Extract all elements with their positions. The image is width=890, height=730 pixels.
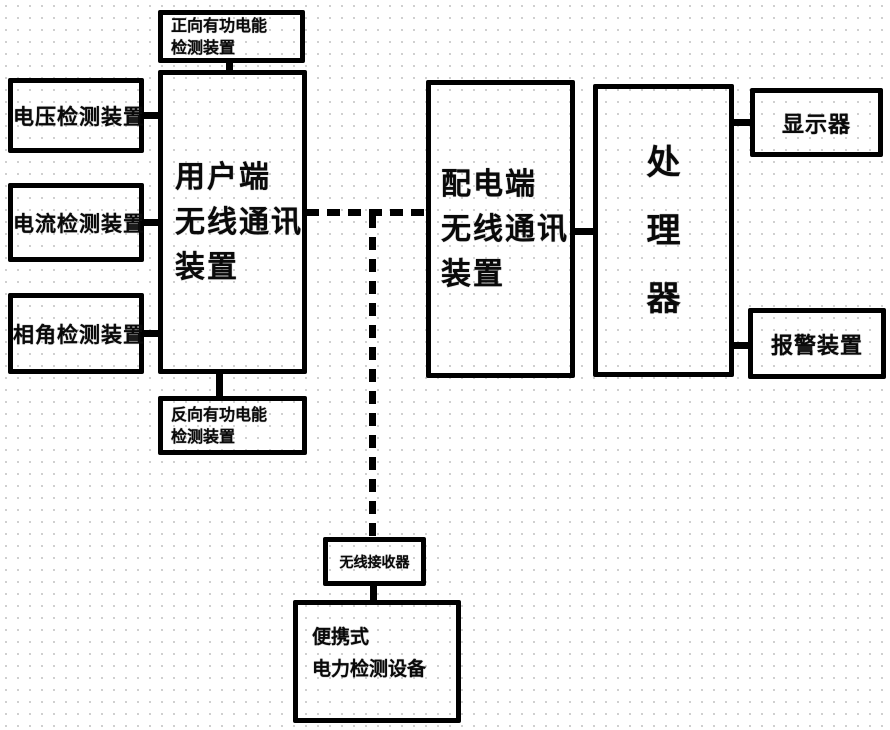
node-alarm-device: 报警装置 bbox=[748, 308, 886, 379]
edge-phase-to-user-wireless bbox=[142, 330, 160, 337]
node-forward-active-energy-detector: 正向有功电能 检测装置 bbox=[158, 10, 305, 63]
node-distribution-side-wireless-device: 配电端 无线通讯 装置 bbox=[426, 80, 575, 378]
edge-wireless-link-dashed bbox=[306, 209, 427, 216]
node-voltage-detector: 电压检测装置 bbox=[8, 78, 144, 153]
node-label: 理 bbox=[646, 210, 681, 251]
node-label: 报警装置 bbox=[770, 333, 863, 359]
edge-current-to-user-wireless bbox=[142, 219, 160, 226]
node-processor: 处 理 器 bbox=[593, 84, 734, 377]
node-label: 反向有功电能 bbox=[171, 404, 268, 424]
node-label: 电压检测装置 bbox=[13, 104, 145, 129]
node-wireless-receiver: 无线接收器 bbox=[323, 537, 426, 586]
node-label: 相角检测装置 bbox=[13, 322, 145, 347]
edge-voltage-to-user-wireless bbox=[142, 112, 160, 119]
node-label: 无线接收器 bbox=[339, 554, 410, 571]
node-label: 无线通讯 bbox=[441, 211, 569, 247]
node-label: 装置 bbox=[175, 249, 239, 285]
node-label: 显示器 bbox=[781, 112, 851, 138]
node-display: 显示器 bbox=[750, 88, 883, 157]
node-reverse-active-energy-detector: 反向有功电能 检测装置 bbox=[158, 396, 307, 455]
node-phase-angle-detector: 相角检测装置 bbox=[8, 293, 144, 374]
node-label: 电流检测装置 bbox=[13, 211, 145, 236]
edge-forward-energy-to-user-wireless bbox=[226, 61, 233, 72]
node-label: 器 bbox=[646, 278, 681, 319]
node-label: 电力检测设备 bbox=[312, 658, 427, 681]
node-label: 用户端 bbox=[175, 159, 271, 195]
edge-receiver-to-portable bbox=[370, 584, 377, 602]
node-label: 无线通讯 bbox=[175, 204, 303, 240]
node-label: 配电端 bbox=[441, 166, 537, 202]
node-current-detector: 电流检测装置 bbox=[8, 183, 144, 262]
node-portable-power-detection-equipment: 便携式 电力检测设备 bbox=[293, 600, 461, 723]
node-label: 检测装置 bbox=[171, 426, 236, 446]
node-label: 正向有功电能 bbox=[171, 15, 268, 35]
edge-wireless-link-to-receiver-dashed bbox=[369, 215, 376, 539]
node-user-side-wireless-device: 用户端 无线通讯 装置 bbox=[158, 70, 307, 374]
edge-processor-to-display bbox=[732, 119, 752, 126]
node-label: 便携式 bbox=[312, 626, 370, 648]
node-label: 检测装置 bbox=[171, 37, 236, 57]
node-label: 处 bbox=[646, 142, 681, 183]
edge-user-wireless-to-reverse-energy bbox=[216, 371, 223, 398]
node-label: 装置 bbox=[441, 256, 505, 292]
edge-dist-wireless-to-processor bbox=[573, 228, 595, 235]
edge-processor-to-alarm bbox=[732, 342, 750, 349]
